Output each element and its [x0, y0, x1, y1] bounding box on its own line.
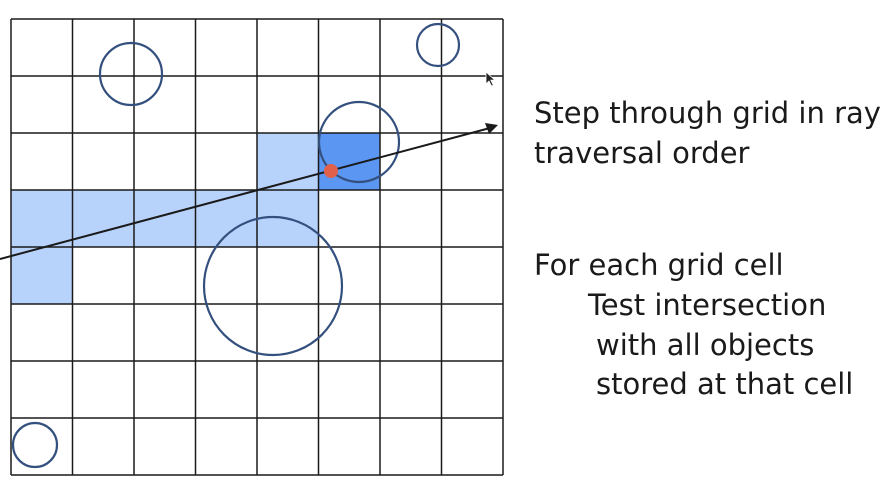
objects — [11, 22, 461, 469]
grid-lines — [10, 18, 504, 476]
object-circle — [98, 41, 164, 107]
traversed-cell — [72, 190, 134, 247]
object-circle — [317, 100, 401, 184]
ray-line — [0, 127, 491, 260]
object-circle — [415, 22, 461, 68]
text-foreach-line4: stored at that cell — [596, 367, 854, 401]
intersection-point — [324, 164, 338, 178]
object-circle — [202, 215, 344, 357]
text-foreach-line1: For each grid cell — [534, 248, 784, 282]
traversed-cell — [134, 190, 196, 247]
traversed-cell — [11, 190, 73, 247]
traversed-cell — [11, 247, 73, 304]
traversed-cell — [257, 133, 319, 190]
cursor-icon — [485, 71, 497, 87]
ray-arrowhead — [485, 123, 498, 134]
object-circle — [11, 421, 59, 469]
text-step-line2: traversal order — [534, 136, 750, 170]
ray — [0, 123, 498, 260]
text-step-line1: Step through grid in ray — [534, 96, 881, 130]
text-foreach-line3: with all objects — [596, 328, 815, 362]
text-foreach-line2: Test intersection — [588, 288, 827, 322]
